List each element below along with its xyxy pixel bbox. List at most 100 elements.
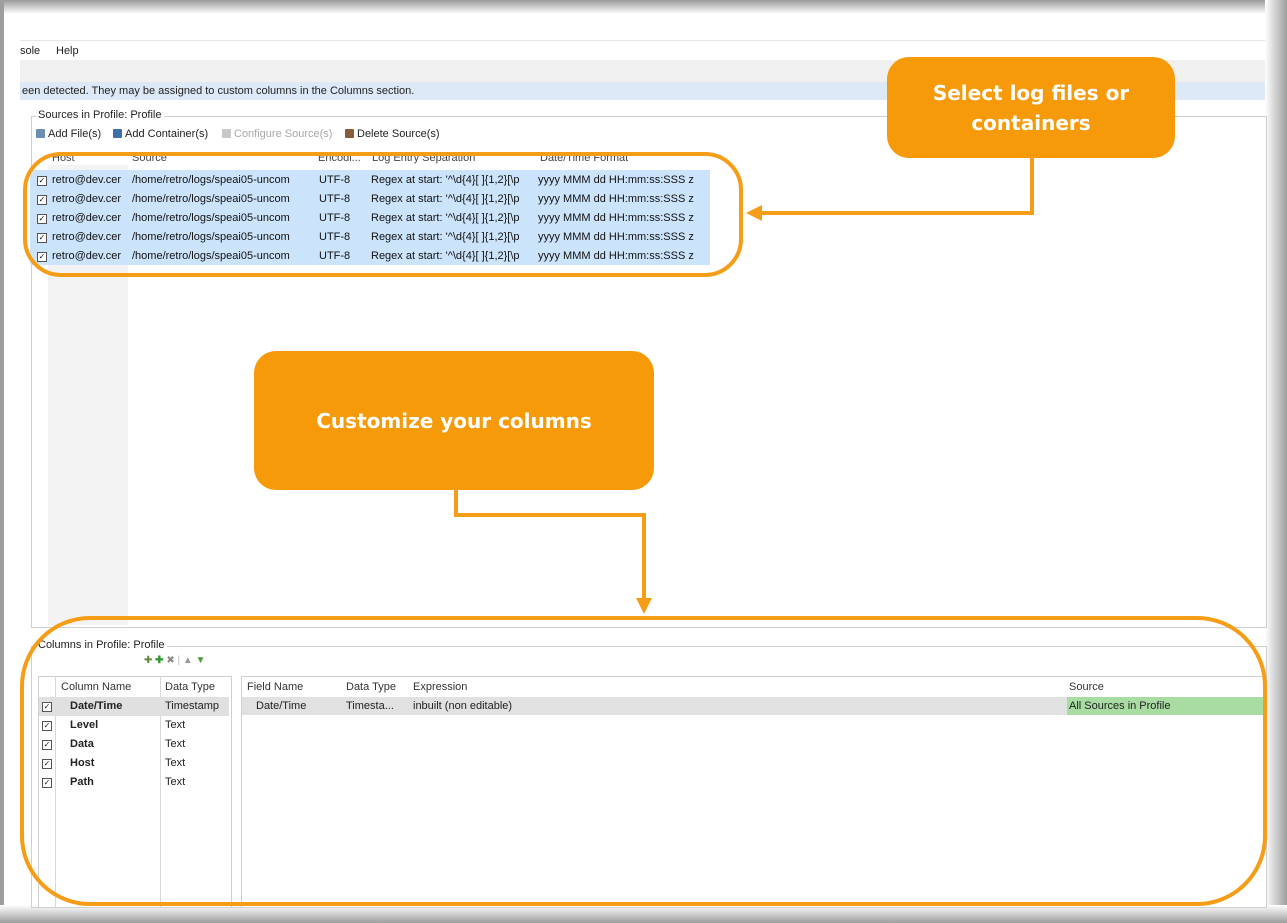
field-expression: inbuilt (non editable) xyxy=(413,700,513,712)
row-separation: Regex at start: '^\d{4}[ ]{1,2}[\p xyxy=(371,231,520,243)
add-files-button[interactable]: Add File(s) xyxy=(36,128,101,140)
arrow-head-left xyxy=(746,205,762,221)
col-header-field-name[interactable]: Field Name xyxy=(247,681,304,693)
callout-select-text: Select log files or containers xyxy=(932,80,1130,135)
row-format: yyyy MMM dd HH:mm:ss:SSS z xyxy=(538,174,694,186)
checkbox-icon[interactable]: ✓ xyxy=(37,195,47,205)
checkbox-icon[interactable]: ✓ xyxy=(37,214,47,224)
table-row[interactable]: Date/Time Timesta... inbuilt (non editab… xyxy=(242,697,1266,715)
delete-icon xyxy=(345,129,354,138)
remove-column-icon[interactable]: ✖ xyxy=(166,655,175,666)
row-source: /home/retro/logs/speai05-uncom xyxy=(132,212,290,224)
arrow-head-down xyxy=(636,598,652,614)
toolbar-separator: | xyxy=(177,655,181,666)
callout-customize-columns: Customize your columns xyxy=(254,351,654,490)
col-header-source[interactable]: Source xyxy=(1069,681,1104,693)
move-up-icon[interactable]: ▲ xyxy=(182,655,193,666)
column-name: Data xyxy=(70,738,94,750)
add-files-label: Add File(s) xyxy=(48,128,102,140)
column-name: Host xyxy=(70,757,95,769)
list-item[interactable]: ✓ Level Text xyxy=(39,716,229,735)
columns-toolbar: ✚ ✚ ✖ | ▲ ▼ xyxy=(144,655,206,666)
row-separation: Regex at start: '^\d{4}[ ]{1,2}[\p xyxy=(371,193,520,205)
callout-select-sources: Select log files or containers xyxy=(887,57,1175,158)
row-host: retro@dev.cer xyxy=(52,212,122,224)
info-message: een detected. They may be assigned to cu… xyxy=(22,85,415,97)
row-encoding: UTF-8 xyxy=(319,231,351,243)
row-source: /home/retro/logs/speai05-uncom xyxy=(132,231,290,243)
menu-help[interactable]: Help xyxy=(56,45,79,57)
table-row[interactable]: ✓ retro@dev.cer /home/retro/logs/speai05… xyxy=(30,189,710,208)
column-name: Date/Time xyxy=(70,700,123,712)
row-separation: Regex at start: '^\d{4}[ ]{1,2}[\p xyxy=(371,174,520,186)
row-encoding: UTF-8 xyxy=(319,193,351,205)
table-row[interactable]: ✓ retro@dev.cer /home/retro/logs/speai05… xyxy=(30,227,710,246)
row-host: retro@dev.cer xyxy=(52,250,122,262)
row-format: yyyy MMM dd HH:mm:ss:SSS z xyxy=(538,193,694,205)
column-name: Path xyxy=(70,776,94,788)
column-type: Text xyxy=(165,757,186,769)
add-container-button[interactable]: Add Container(s) xyxy=(113,128,208,140)
list-item[interactable]: ✓ Date/Time Timestamp xyxy=(39,697,229,716)
row-source: /home/retro/logs/speai05-uncom xyxy=(132,193,290,205)
row-encoding: UTF-8 xyxy=(319,212,351,224)
checkbox-icon[interactable]: ✓ xyxy=(42,740,52,750)
field-source: All Sources in Profile xyxy=(1069,700,1171,712)
checkbox-icon[interactable]: ✓ xyxy=(42,721,52,731)
table-row[interactable]: ✓ retro@dev.cer /home/retro/logs/speai05… xyxy=(30,246,710,265)
column-divider xyxy=(55,677,56,907)
column-divider xyxy=(160,677,161,907)
row-encoding: UTF-8 xyxy=(319,174,351,186)
row-encoding: UTF-8 xyxy=(319,250,351,262)
row-separation: Regex at start: '^\d{4}[ ]{1,2}[\p xyxy=(371,250,520,262)
col-header-expression[interactable]: Expression xyxy=(413,681,468,693)
table-row[interactable]: ✓ retro@dev.cer /home/retro/logs/speai05… xyxy=(30,208,710,227)
row-source: /home/retro/logs/speai05-uncom xyxy=(132,174,290,186)
col-header-field-type[interactable]: Data Type xyxy=(346,681,396,693)
field-name: Date/Time xyxy=(256,700,307,712)
callout-customize-text: Customize your columns xyxy=(316,408,592,433)
row-host: retro@dev.cer xyxy=(52,231,122,243)
row-host: retro@dev.cer xyxy=(52,193,122,205)
column-type: Timestamp xyxy=(165,700,219,712)
delete-source-button[interactable]: Delete Source(s) xyxy=(345,128,440,140)
row-host: retro@dev.cer xyxy=(52,174,122,186)
row-separation: Regex at start: '^\d{4}[ ]{1,2}[\p xyxy=(371,212,520,224)
field-mapping-table: Field Name Data Type Expression Source D… xyxy=(241,676,1267,908)
configure-source-label: Configure Source(s) xyxy=(234,128,333,140)
checkbox-icon[interactable]: ✓ xyxy=(42,759,52,769)
frame-shadow-left xyxy=(0,0,4,923)
delete-source-label: Delete Source(s) xyxy=(357,128,440,140)
row-format: yyyy MMM dd HH:mm:ss:SSS z xyxy=(538,231,694,243)
column-type: Text xyxy=(165,776,186,788)
checkbox-icon[interactable]: ✓ xyxy=(42,702,52,712)
frame-shadow-bottom xyxy=(0,905,1287,923)
add-file-icon xyxy=(36,129,45,138)
configure-icon xyxy=(222,129,231,138)
list-item[interactable]: ✓ Data Text xyxy=(39,735,229,754)
checkbox-icon[interactable]: ✓ xyxy=(42,778,52,788)
field-type: Timesta... xyxy=(346,700,394,712)
sources-group-title: Sources in Profile: Profile xyxy=(36,109,164,121)
column-type: Text xyxy=(165,738,186,750)
row-format: yyyy MMM dd HH:mm:ss:SSS z xyxy=(538,250,694,262)
sources-highlight-ring xyxy=(23,152,743,277)
source-cell[interactable]: All Sources in Profile xyxy=(1067,697,1266,715)
configure-source-button[interactable]: Configure Source(s) xyxy=(222,128,332,140)
row-format: yyyy MMM dd HH:mm:ss:SSS z xyxy=(538,212,694,224)
column-name: Level xyxy=(70,719,99,731)
list-item[interactable]: ✓ Host Text xyxy=(39,754,229,773)
sources-group xyxy=(31,116,1267,628)
list-item[interactable]: ✓ Path Text xyxy=(39,773,229,792)
menu-bar: sole Help xyxy=(20,40,1265,61)
columns-highlight-ring xyxy=(20,616,1267,906)
move-down-icon[interactable]: ▼ xyxy=(195,655,206,666)
add-container-label: Add Container(s) xyxy=(125,128,209,140)
col-header-data-type[interactable]: Data Type xyxy=(165,681,215,693)
add-column-icon[interactable]: ✚ xyxy=(144,655,153,666)
menu-console[interactable]: sole xyxy=(20,45,41,57)
row-source: /home/retro/logs/speai05-uncom xyxy=(132,250,290,262)
add-field-icon[interactable]: ✚ xyxy=(155,655,164,666)
column-type: Text xyxy=(165,719,186,731)
